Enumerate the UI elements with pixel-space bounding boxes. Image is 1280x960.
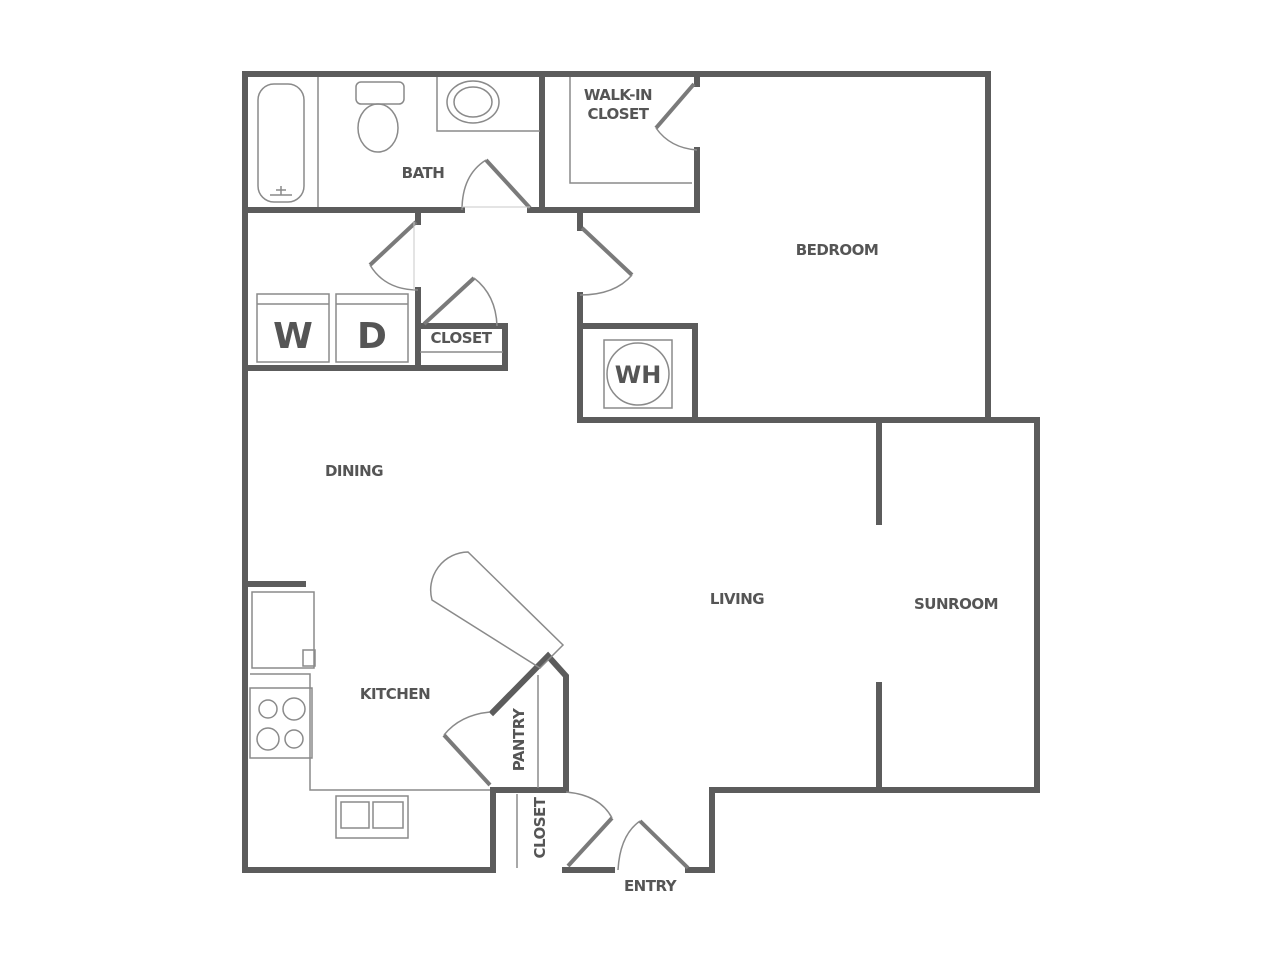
entry-door[interactable] xyxy=(638,819,690,870)
entry-closet-door[interactable] xyxy=(566,816,614,868)
label-dryer: D xyxy=(357,316,387,357)
labels: BATH WALK-IN CLOSET BEDROOM CLOSET DININ… xyxy=(273,86,998,895)
refrigerator xyxy=(251,591,315,669)
label-bedroom: BEDROOM xyxy=(796,241,879,259)
label-kitchen: KITCHEN xyxy=(360,685,430,703)
label-entry-closet: CLOSET xyxy=(531,796,549,858)
bathtub xyxy=(257,83,305,203)
kitchen-sink xyxy=(335,795,409,839)
fixtures xyxy=(249,77,692,868)
label-walk-in-closet-1: WALK-IN xyxy=(584,86,652,104)
label-dining: DINING xyxy=(325,462,383,480)
label-bath: BATH xyxy=(402,164,445,182)
walk-in-closet-door[interactable] xyxy=(654,82,696,130)
label-washer: W xyxy=(273,316,313,357)
bath-door[interactable] xyxy=(484,158,532,210)
label-pantry: PANTRY xyxy=(510,707,528,771)
hall-closet-door[interactable] xyxy=(422,276,476,326)
laundry-door[interactable] xyxy=(368,220,418,267)
label-entry: ENTRY xyxy=(624,877,678,895)
sink xyxy=(446,80,500,124)
label-hall-closet: CLOSET xyxy=(430,329,492,347)
dryer xyxy=(335,293,409,363)
label-water-heater: WH xyxy=(615,361,662,389)
bedroom-door[interactable] xyxy=(580,226,634,277)
toilet-tank xyxy=(355,81,405,105)
doors xyxy=(368,82,698,871)
water-heater xyxy=(603,339,673,409)
label-sunroom: SUNROOM xyxy=(914,595,998,613)
washer xyxy=(256,293,330,363)
label-living: LIVING xyxy=(710,590,764,608)
kitchen-island xyxy=(429,551,565,669)
stove xyxy=(249,687,313,759)
label-walk-in-closet-2: CLOSET xyxy=(587,105,649,123)
toilet-bowl xyxy=(357,103,399,153)
pantry-door[interactable] xyxy=(442,733,492,787)
walls xyxy=(242,71,1040,873)
